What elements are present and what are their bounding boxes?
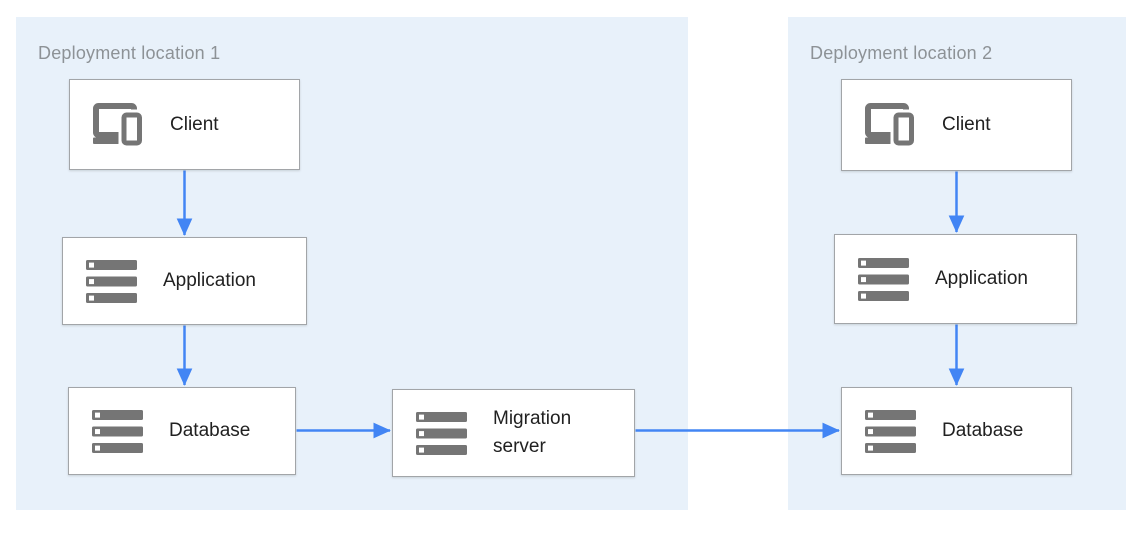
region-title-1: Deployment location 1 xyxy=(38,43,221,63)
node-migration-server: Migration server xyxy=(392,389,635,477)
server-stack-icon xyxy=(413,412,469,455)
node-label: Migration server xyxy=(493,408,572,457)
devices-icon xyxy=(862,102,918,148)
node-application-2: Application xyxy=(834,234,1077,324)
node-client-2: Client xyxy=(841,79,1072,171)
node-label: Client xyxy=(942,114,991,135)
node-label: Application xyxy=(163,270,256,291)
node-database-2: Database xyxy=(841,387,1072,475)
node-database-1: Database xyxy=(68,387,296,475)
node-label: Database xyxy=(169,420,251,441)
server-stack-icon xyxy=(855,258,911,301)
node-application-1: Application xyxy=(62,237,307,325)
node-label: Client xyxy=(170,113,219,135)
server-stack-icon xyxy=(83,260,139,303)
server-stack-icon xyxy=(862,410,918,453)
node-label: Application xyxy=(935,268,1028,289)
node-client-1: Client xyxy=(69,79,300,170)
devices-icon xyxy=(90,102,146,148)
node-label: Database xyxy=(942,420,1024,441)
region-title-2: Deployment location 2 xyxy=(810,43,993,63)
server-stack-icon xyxy=(89,410,145,453)
